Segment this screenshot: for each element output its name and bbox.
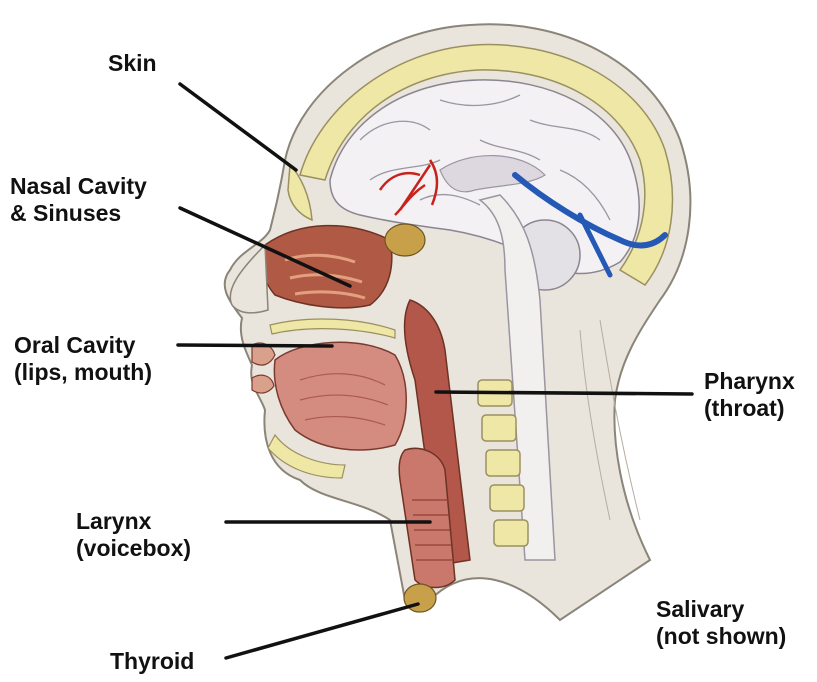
- label-larynx-line2: (voicebox): [76, 535, 191, 562]
- label-salivary: Salivary (not shown): [656, 596, 786, 650]
- leader-pharynx: [436, 392, 692, 394]
- label-thyroid-text: Thyroid: [110, 648, 194, 675]
- sphenoid-sinus: [385, 224, 425, 256]
- nasal-cavity: [262, 226, 392, 308]
- leader-oral: [178, 345, 332, 346]
- label-skin-text: Skin: [108, 50, 157, 77]
- label-salivary-line2: (not shown): [656, 623, 786, 650]
- label-pharynx: Pharynx (throat): [704, 368, 795, 422]
- label-thyroid: Thyroid: [110, 648, 194, 675]
- label-skin: Skin: [108, 50, 157, 77]
- leader-thyroid: [226, 604, 418, 658]
- label-oral-line2: (lips, mouth): [14, 359, 152, 386]
- leader-skin: [180, 84, 296, 170]
- label-pharynx-line1: Pharynx: [704, 368, 795, 395]
- label-nasal-line1: Nasal Cavity: [10, 173, 147, 200]
- label-larynx-line1: Larynx: [76, 508, 191, 535]
- label-nasal-line2: & Sinuses: [10, 200, 147, 227]
- label-larynx: Larynx (voicebox): [76, 508, 191, 562]
- label-salivary-line1: Salivary: [656, 596, 786, 623]
- label-oral-line1: Oral Cavity: [14, 332, 152, 359]
- label-nasal-cavity: Nasal Cavity & Sinuses: [10, 173, 147, 227]
- label-oral-cavity: Oral Cavity (lips, mouth): [14, 332, 152, 386]
- label-pharynx-line2: (throat): [704, 395, 795, 422]
